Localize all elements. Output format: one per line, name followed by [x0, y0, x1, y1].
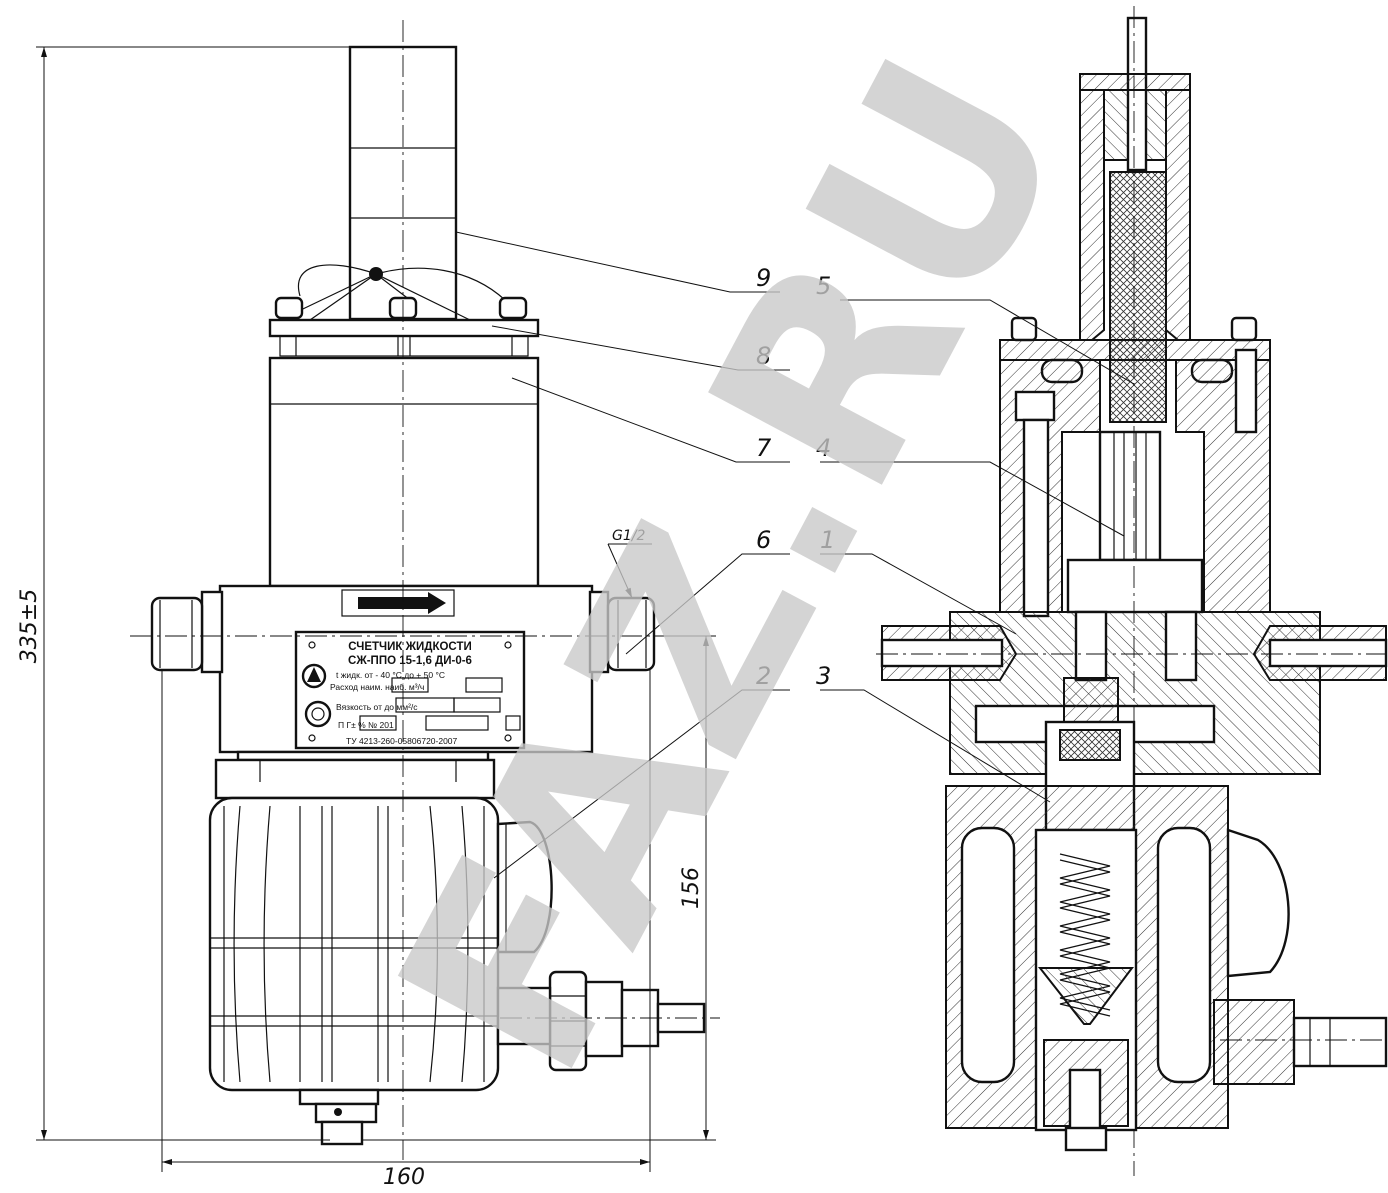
nameplate-title: СЧЕТЧИК ЖИДКОСТИ	[348, 641, 471, 653]
callout-2: 2	[756, 662, 771, 690]
nameplate-viscosity: Вязкость от до мм²/с	[336, 702, 418, 712]
external-view	[130, 20, 720, 1160]
callout-1: 1	[820, 526, 835, 554]
nameplate-flow: Расход наим. наиб. м³/ч	[330, 682, 424, 692]
dimension-lines	[36, 46, 716, 1172]
callout-6: 6	[756, 526, 771, 554]
nameplate-tu: ТУ 4213-260-05806720-2007	[346, 736, 458, 746]
nameplate-error: П Г± % № 201	[338, 720, 394, 730]
callout-9: 9	[756, 264, 771, 292]
nameplate-model: СЖ-ППО 15-1,6 ДИ-0-6	[348, 655, 472, 667]
callout-leaders	[455, 231, 1135, 879]
nameplate-temp: t жидк. от - 40 °C до + 50 °C	[336, 670, 445, 680]
callout-5: 5	[816, 272, 831, 300]
dim-height-total: 335±5	[17, 589, 42, 663]
dim-width: 160	[383, 1165, 425, 1190]
callout-3: 3	[816, 662, 831, 690]
section-view	[876, 6, 1388, 1176]
dim-thread: G1/2	[612, 528, 645, 544]
callout-7: 7	[756, 434, 772, 462]
callout-8: 8	[756, 342, 771, 370]
dim-height-lower: 156	[679, 867, 704, 909]
callout-4: 4	[816, 434, 831, 462]
